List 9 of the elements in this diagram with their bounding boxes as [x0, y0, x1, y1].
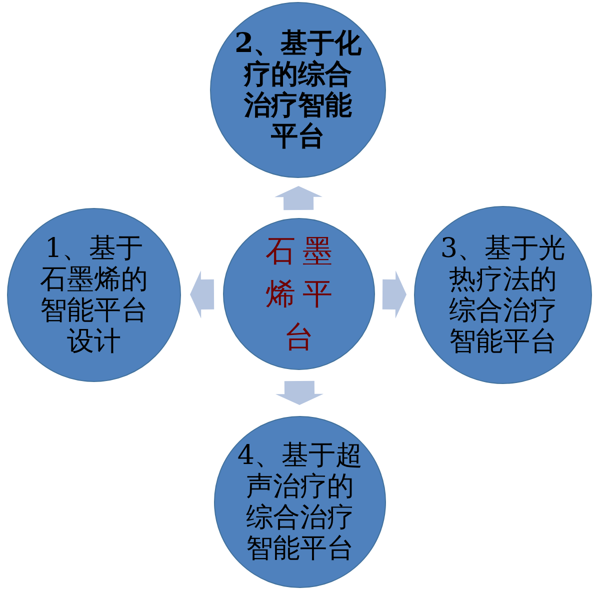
topic-text: 4、基于超声治疗的综合治疗智能平台	[236, 440, 364, 564]
block-arrow	[274, 186, 322, 210]
topic-text: 1、基于石墨烯的智能平台设计	[39, 233, 149, 357]
block-arrow	[382, 270, 406, 318]
topic-text: 2、基于化疗的综合治疗智能平台	[234, 28, 362, 152]
central-title: 石墨烯平台	[264, 232, 340, 356]
block-arrow	[190, 270, 214, 318]
block-arrow	[276, 380, 324, 405]
topic-text: 3、基于光热疗法的综合治疗智能平台	[439, 233, 567, 357]
